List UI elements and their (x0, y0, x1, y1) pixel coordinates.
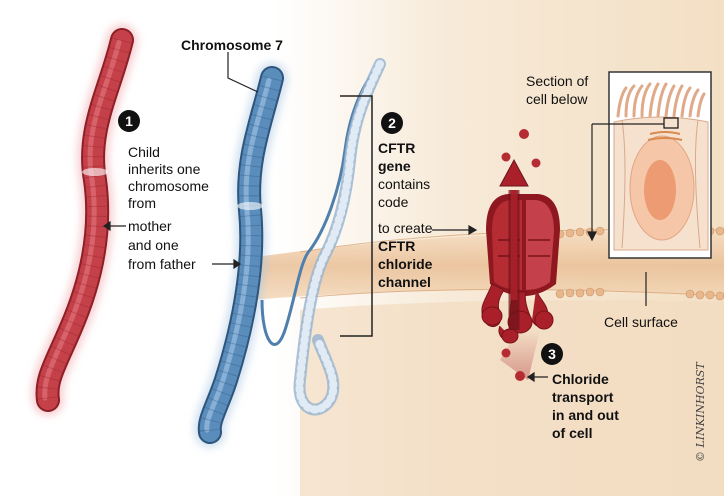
label-arrows (102, 220, 597, 383)
cftr-channel (481, 158, 560, 380)
dna-strand (260, 58, 386, 416)
cell-surface-label: Cell surface (604, 314, 678, 330)
cell-membrane (250, 225, 724, 496)
section-label-line: cell below (526, 91, 588, 107)
step-1-line: from (128, 195, 156, 211)
step-3-line: in and out (552, 407, 619, 423)
gene-bracket (340, 95, 373, 337)
step-2-line: CFTR (378, 140, 416, 156)
step-1-line: Child (128, 144, 160, 160)
step-3-line: Chloride (552, 371, 609, 387)
paternal-chromosome (193, 62, 288, 448)
step-1-line: chromosome (128, 178, 209, 194)
step-1-line: and one (128, 237, 179, 253)
step-2-line: to create (378, 220, 433, 236)
section-label-line: Section of (526, 73, 589, 89)
step-2-line: channel (378, 274, 431, 290)
step-2-line: code (378, 194, 409, 210)
step-3-line: of cell (552, 425, 593, 441)
leader-lines (227, 52, 664, 306)
step-3-line: transport (552, 389, 614, 405)
maternal-chromosome (31, 24, 138, 416)
inset-focus-box (663, 117, 679, 129)
step-1-line: inherits one (128, 161, 201, 177)
step-2-line: CFTR (378, 238, 416, 254)
step-2-line: gene (378, 158, 411, 174)
artist-credit: © LINKINHORST (694, 362, 707, 462)
step-1-line: from father (128, 256, 196, 272)
step-number-2: 2 (381, 112, 403, 134)
chromosome-7-label: Chromosome 7 (181, 37, 283, 53)
step-1-line: mother (128, 218, 172, 234)
chloride-ions (501, 129, 541, 381)
step-number-3: 3 (541, 343, 563, 365)
step-2-line: contains (378, 176, 431, 192)
step-number-1: 1 (118, 110, 140, 132)
step-2-line: chloride (378, 256, 433, 272)
cell-section-inset (608, 71, 712, 259)
